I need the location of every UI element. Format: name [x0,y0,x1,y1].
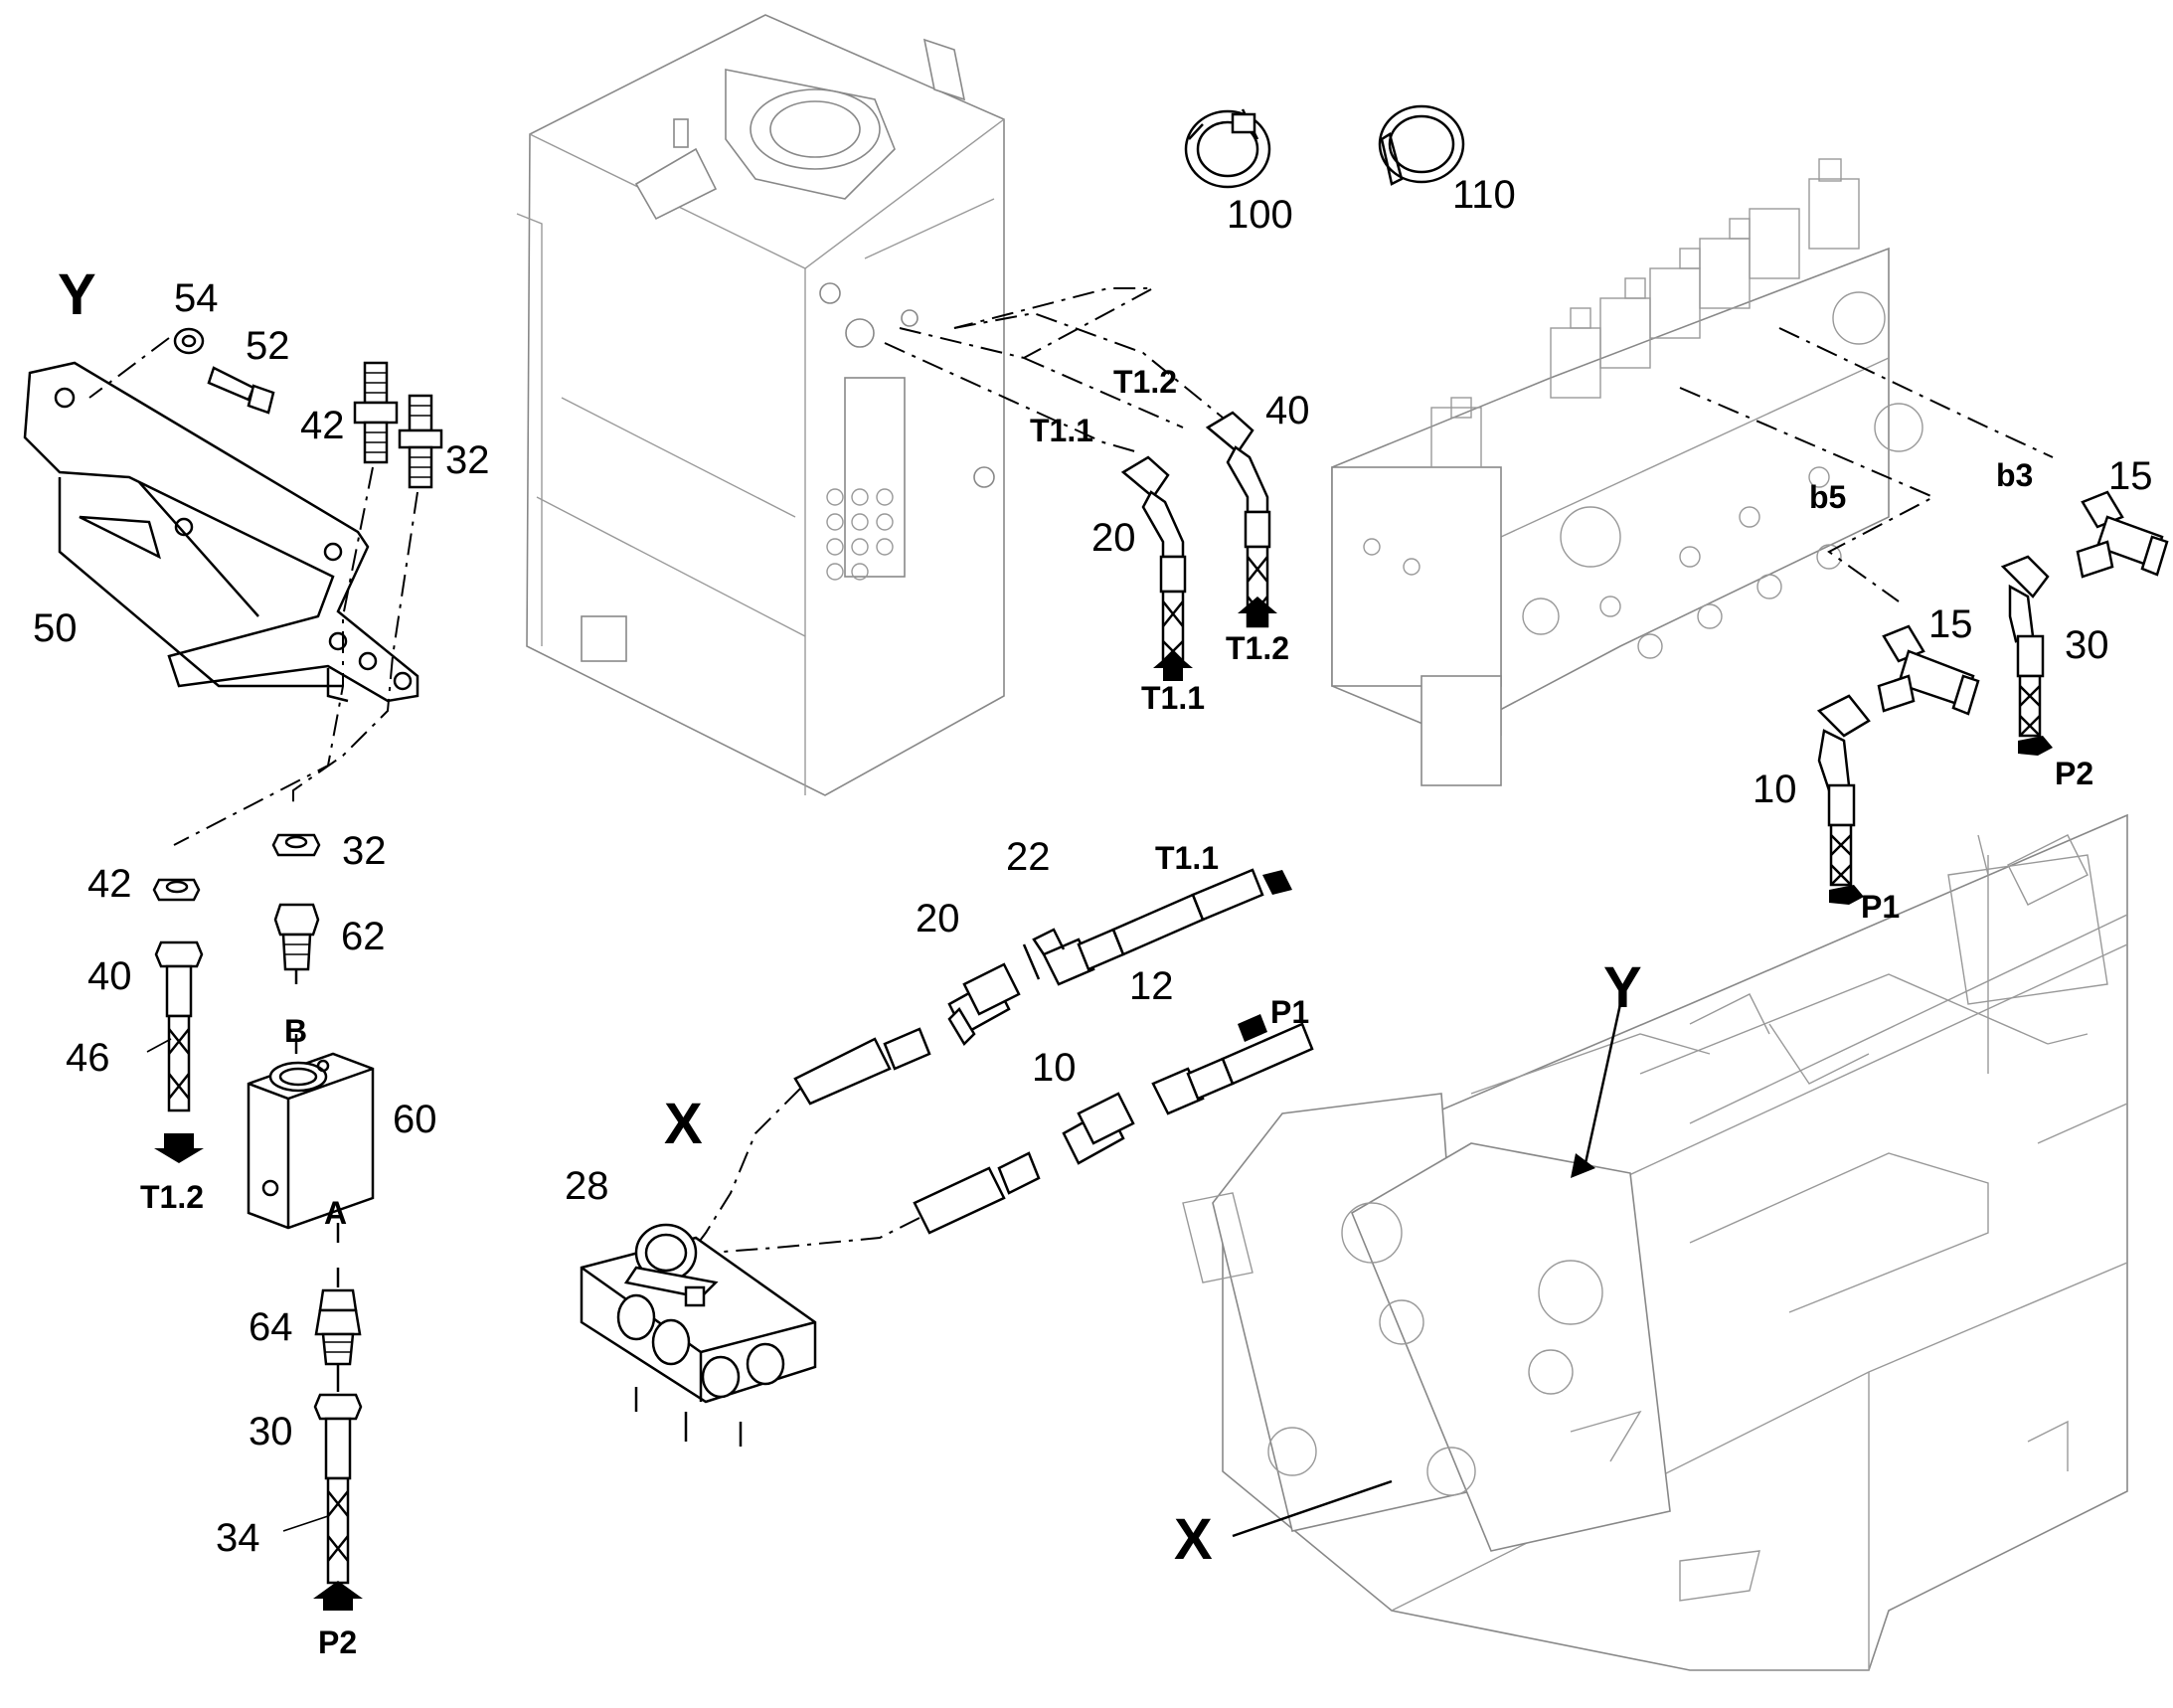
label-20-hose: 20 [916,897,960,940]
hose-10-x-drawing [913,1022,1314,1235]
label-46: 46 [66,1036,110,1080]
clamp-block-28-drawing [580,1223,817,1447]
label-52: 52 [246,324,290,368]
label-x-detail: X [664,1092,703,1156]
label-20-top: 20 [1091,516,1136,560]
hose-fitting-30-drawing [313,1393,363,1585]
label-10-right: 10 [1753,768,1797,811]
hose-20-top-drawing [1120,455,1187,663]
label-b5: b5 [1809,479,1847,515]
label-10-hose: 10 [1032,1046,1077,1090]
label-p2-left: P2 [318,1624,358,1660]
fitting-62-drawing [273,903,320,971]
label-p2-right: P2 [2055,756,2094,791]
washer-54-drawing [173,327,205,355]
label-62: 62 [341,915,386,958]
label-30-right: 30 [2065,623,2109,667]
label-t12-arrow: T1.2 [1226,630,1290,666]
label-t12-left: T1.2 [140,1179,205,1215]
label-p1-hose: P1 [1270,994,1310,1030]
hose-30-right-drawing [2000,555,2050,738]
label-42-top: 42 [300,404,345,447]
valve-block-60-drawing [247,1052,375,1230]
label-42-bottom: 42 [87,862,132,906]
tee-15-mid-drawing [1877,624,1980,716]
hose-10-right-drawing [1816,694,1871,887]
label-40-top: 40 [1265,389,1310,432]
label-50: 50 [33,606,78,650]
bolt-52-drawing [207,366,275,415]
label-port-a: A [324,1195,348,1231]
label-15-top: 15 [2108,454,2153,498]
tee-15-top-drawing [2076,490,2169,579]
label-12: 12 [1129,964,1174,1008]
hose-40-top-drawing [1205,411,1271,628]
fitting-64-drawing [314,1288,362,1366]
label-30-left: 30 [249,1410,293,1453]
label-15-mid: 15 [1928,602,1973,646]
label-32-bottom: 32 [342,829,387,873]
label-y-frame: Y [1603,955,1642,1020]
label-54: 54 [174,276,219,320]
stud-42-drawing [353,361,399,464]
label-t12-top: T1.2 [1113,364,1178,400]
label-110: 110 [1452,173,1516,217]
tank-drawing [516,14,1005,796]
bracket-50-drawing [23,361,419,703]
label-port-b: B [284,1013,308,1049]
label-64: 64 [249,1305,293,1349]
label-34: 34 [216,1516,260,1560]
label-x-frame: X [1174,1507,1213,1572]
label-100: 100 [1227,193,1293,237]
stud-32-drawing [398,394,443,489]
label-y-detail: Y [58,262,96,327]
label-32-top: 32 [445,438,490,482]
label-40-left: 40 [87,954,132,998]
nut-42-drawing [152,878,201,902]
hose-fitting-40-drawing [154,940,204,1112]
label-22: 22 [1006,835,1051,879]
hose-20-x-drawing [793,868,1264,1106]
label-p1-right: P1 [1861,889,1901,925]
label-t11-arrow: T1.1 [1141,680,1206,716]
hose-clamp-100-drawing [1184,108,1271,189]
label-t11-top: T1.1 [1030,413,1094,448]
control-valve-drawing [1331,158,1923,786]
hose-clamp-110-drawing [1378,104,1465,186]
machine-frame-drawing [1182,813,2128,1671]
label-28: 28 [565,1164,609,1208]
label-b3: b3 [1996,457,2034,493]
nut-32-drawing [271,833,321,857]
label-t11-hose: T1.1 [1155,840,1220,876]
label-60: 60 [393,1098,437,1141]
